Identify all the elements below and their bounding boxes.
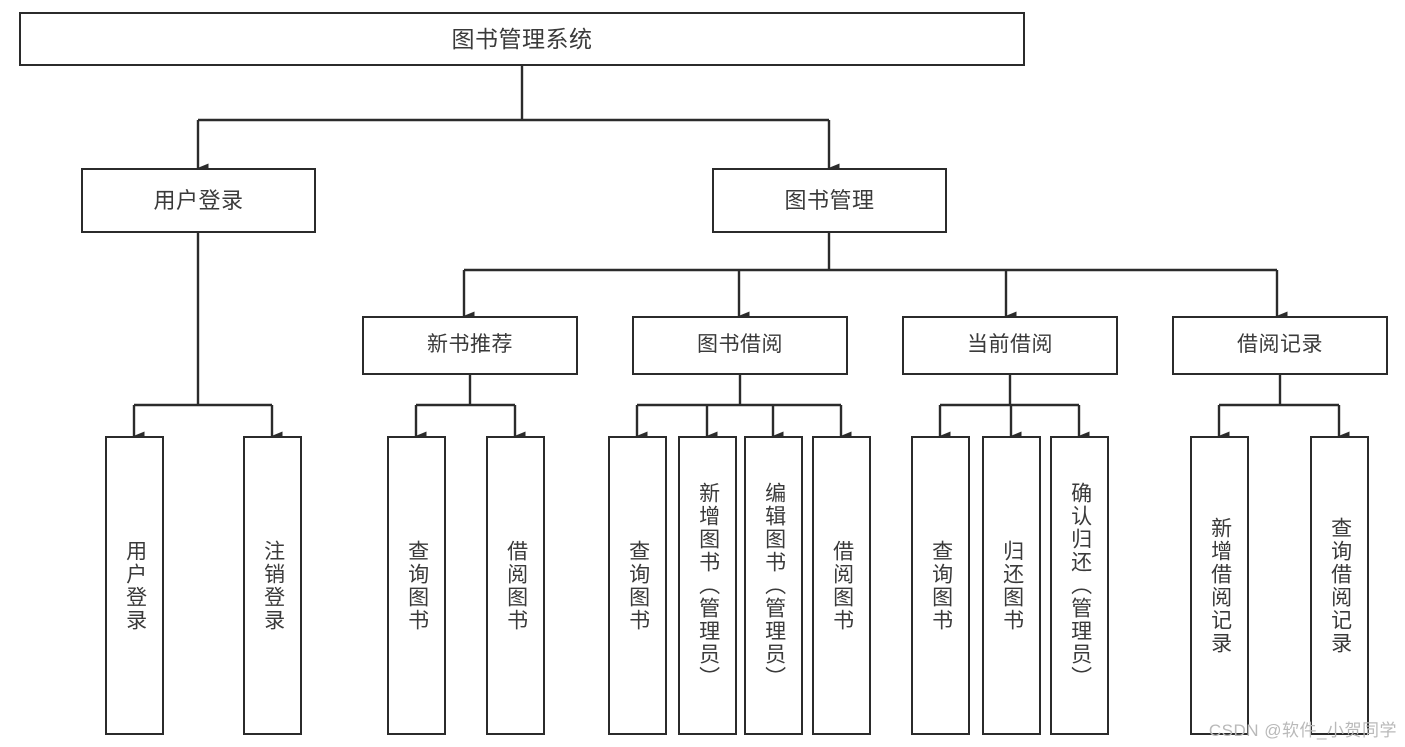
leaf-node-7[interactable]: 借阅图书 xyxy=(812,436,871,735)
level3-node-0[interactable]: 新书推荐 xyxy=(362,316,578,375)
leaf-node-10[interactable]: 确认归还（管理员） xyxy=(1050,436,1109,735)
level3-node-3[interactable]: 借阅记录 xyxy=(1172,316,1388,375)
node-label: 查询图书 xyxy=(405,539,429,632)
node-label: 新增借阅记录 xyxy=(1208,516,1232,655)
node-label: 借阅图书 xyxy=(504,539,528,632)
node-label: 编辑图书（管理员） xyxy=(762,482,786,689)
node-label: 查询图书 xyxy=(929,539,953,632)
node-label: 图书管理 xyxy=(784,187,875,213)
node-label: 新增图书（管理员） xyxy=(696,482,720,689)
node-label: 查询借阅记录 xyxy=(1328,516,1352,655)
node-label: 注销登录 xyxy=(261,539,285,632)
leaf-node-6[interactable]: 编辑图书（管理员） xyxy=(744,436,803,735)
node-label: 借阅记录 xyxy=(1237,333,1323,357)
leaf-node-0[interactable]: 用户登录 xyxy=(105,436,164,735)
leaf-node-9[interactable]: 归还图书 xyxy=(982,436,1041,735)
node-label: 借阅图书 xyxy=(830,539,854,632)
node-label: 图书借阅 xyxy=(697,333,783,357)
leaf-node-2[interactable]: 查询图书 xyxy=(387,436,446,735)
level2-node-1[interactable]: 图书管理 xyxy=(712,168,947,233)
node-label: 新书推荐 xyxy=(427,333,513,357)
level2-node-0[interactable]: 用户登录 xyxy=(81,168,316,233)
level3-node-1[interactable]: 图书借阅 xyxy=(632,316,848,375)
level3-node-2[interactable]: 当前借阅 xyxy=(902,316,1118,375)
node-label: 图书管理系统 xyxy=(451,25,593,52)
root-node[interactable]: 图书管理系统 xyxy=(19,12,1025,66)
node-label: 确认归还（管理员） xyxy=(1068,482,1092,689)
connector-lines xyxy=(132,66,1350,441)
node-label: 归还图书 xyxy=(1000,539,1024,632)
leaf-node-3[interactable]: 借阅图书 xyxy=(486,436,545,735)
leaf-node-8[interactable]: 查询图书 xyxy=(911,436,970,735)
leaf-node-5[interactable]: 新增图书（管理员） xyxy=(678,436,737,735)
leaf-node-12[interactable]: 查询借阅记录 xyxy=(1310,436,1369,735)
leaf-node-11[interactable]: 新增借阅记录 xyxy=(1190,436,1249,735)
node-label: 查询图书 xyxy=(626,539,650,632)
node-label: 用户登录 xyxy=(153,187,244,213)
leaf-node-4[interactable]: 查询图书 xyxy=(608,436,667,735)
node-label: 用户登录 xyxy=(123,539,147,632)
leaf-node-1[interactable]: 注销登录 xyxy=(243,436,302,735)
node-label: 当前借阅 xyxy=(967,333,1053,357)
